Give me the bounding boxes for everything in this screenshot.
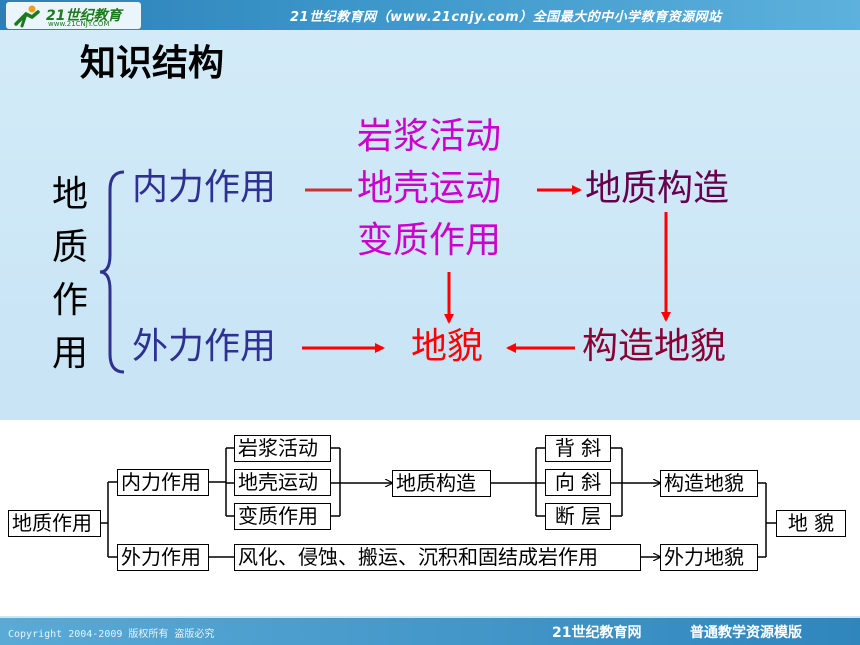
flowchart-panel: 地质作用 内力作用 外力作用 岩浆活动 地壳运动 变质作用 地质构造 背 斜 向… [0,420,860,616]
flow-fault-box: 断 层 [545,503,611,530]
header-bar: 21世纪教育 www.21CNJY.COM 21世纪教育网（www.21cnjy… [0,0,860,30]
internal-force-label: 内力作用 [132,167,277,208]
flow-structure-box: 地质构造 [392,470,491,497]
process-metamorphism: 变质作用 [357,220,502,261]
logo-text: 21世纪教育 [46,8,122,24]
flow-internal-box: 内力作用 [117,469,209,496]
upper-diagram-connectors [99,170,671,374]
logo-subtext: www.21CNJY.COM [48,20,110,28]
side-label-char: 质 [52,227,89,268]
flow-external-processes-box: 风化、侵蚀、搬运、沉积和固结成岩作用 [234,544,641,571]
side-label: 地 质 作 用 [52,168,92,380]
flowchart-connectors [100,447,776,616]
process-crustal-movement: 地壳运动 [357,168,502,209]
flow-root-box: 地质作用 [8,510,101,537]
page-title: 知识结构 [80,43,225,84]
structural-landform-label: 构造地貌 [582,326,727,367]
flow-syncline-box: 向 斜 [545,469,611,496]
flow-anticline-box: 背 斜 [545,435,611,462]
flow-external-box: 外力作用 [117,544,209,571]
side-label-char: 用 [52,333,89,374]
brace-icon [99,170,125,374]
runner-logo-icon [14,5,40,28]
copyright-text: Copyright 2004-2009 版权所有 盗版必究 [8,629,215,640]
site-logo[interactable]: 21世纪教育 www.21CNJY.COM [6,2,141,29]
geologic-structure-label: 地质构造 [585,168,730,209]
process-magmatism: 岩浆活动 [357,116,502,157]
external-force-label: 外力作用 [132,326,277,367]
flow-landform-box: 地 貌 [776,510,846,537]
flow-process-box: 变质作用 [234,503,331,530]
flow-structural-landform-box: 构造地貌 [660,470,758,497]
side-label-char: 地 [52,174,89,215]
landform-label: 地貌 [411,326,484,367]
flow-process-box: 岩浆活动 [234,435,331,462]
footer-bar: Copyright 2004-2009 版权所有 盗版必究 21世纪教育网 普通… [0,618,860,645]
side-label-char: 作 [52,280,89,321]
footer-site-link[interactable]: 21世纪教育网 [552,625,642,641]
footer-template-label: 普通教学资源模版 [690,625,802,641]
flow-external-landform-box: 外力地貌 [660,544,758,571]
flow-process-box: 地壳运动 [234,469,331,496]
site-banner[interactable]: 21世纪教育网（www.21cnjy.com）全国最大的中小学教育资源网站 [290,10,722,25]
